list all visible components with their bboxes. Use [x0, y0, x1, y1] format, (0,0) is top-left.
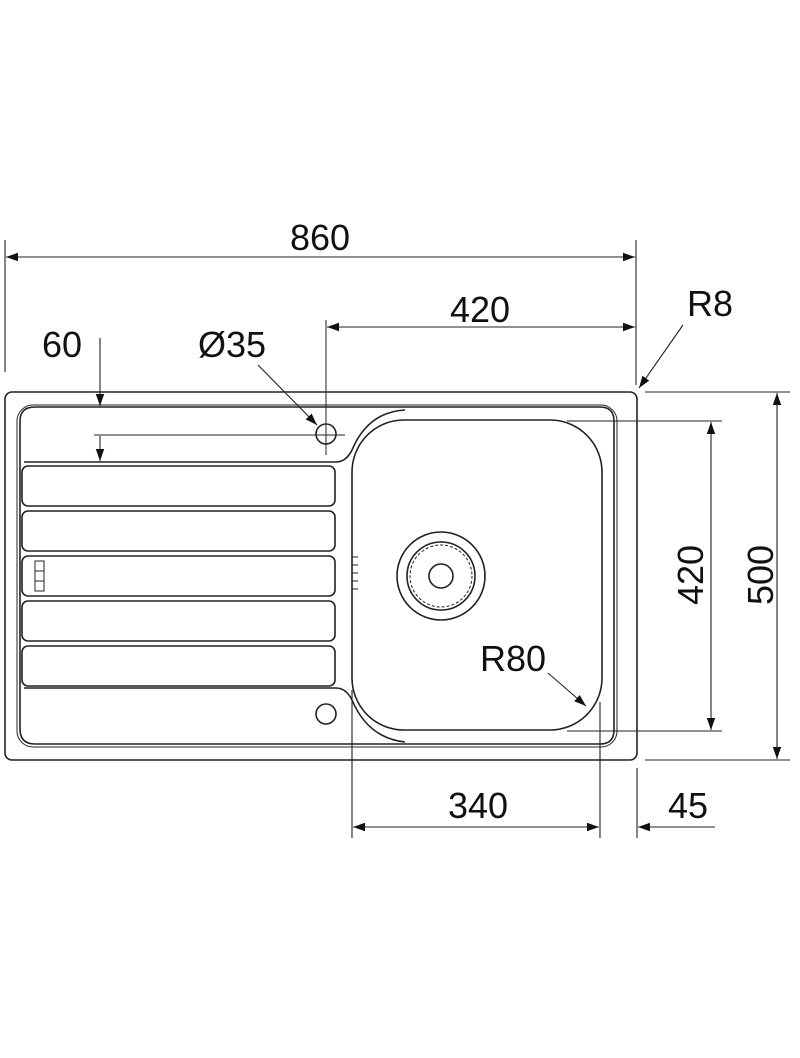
- dim-tap-hole: Ø35: [198, 324, 318, 426]
- dim-label-r80: R80: [480, 638, 546, 679]
- second-hole-icon: [315, 703, 337, 725]
- dim-bowl-length: 420: [567, 420, 722, 732]
- drain-strainer-icon: [396, 531, 486, 621]
- bowl: [351, 419, 603, 731]
- dim-corner-radius: R8: [638, 283, 733, 389]
- dim-label-45: 45: [668, 785, 708, 826]
- dim-label-420-top: 420: [450, 289, 510, 330]
- dim-label-860: 860: [290, 217, 350, 258]
- dim-overall-width: 860: [4, 217, 637, 385]
- dim-label-35: Ø35: [198, 324, 266, 365]
- dim-label-340: 340: [448, 785, 508, 826]
- overflow-icon: [34, 556, 358, 592]
- dim-overall-depth: 500: [645, 391, 790, 761]
- dim-drainer-edge: 60: [42, 324, 345, 461]
- dim-label-60: 60: [42, 324, 82, 365]
- dim-rim-offset: 45: [636, 768, 715, 838]
- drainer-grooves: [21, 465, 336, 687]
- dim-bowl-radius: R80: [480, 638, 587, 707]
- dim-label-r8: R8: [687, 283, 733, 324]
- dim-label-500: 500: [740, 545, 781, 605]
- tap-hole-icon: [315, 320, 337, 455]
- dim-label-420-right: 420: [670, 545, 711, 605]
- dim-bowl-width: 340: [351, 690, 601, 838]
- dim-bowl-offset: 420: [327, 289, 635, 332]
